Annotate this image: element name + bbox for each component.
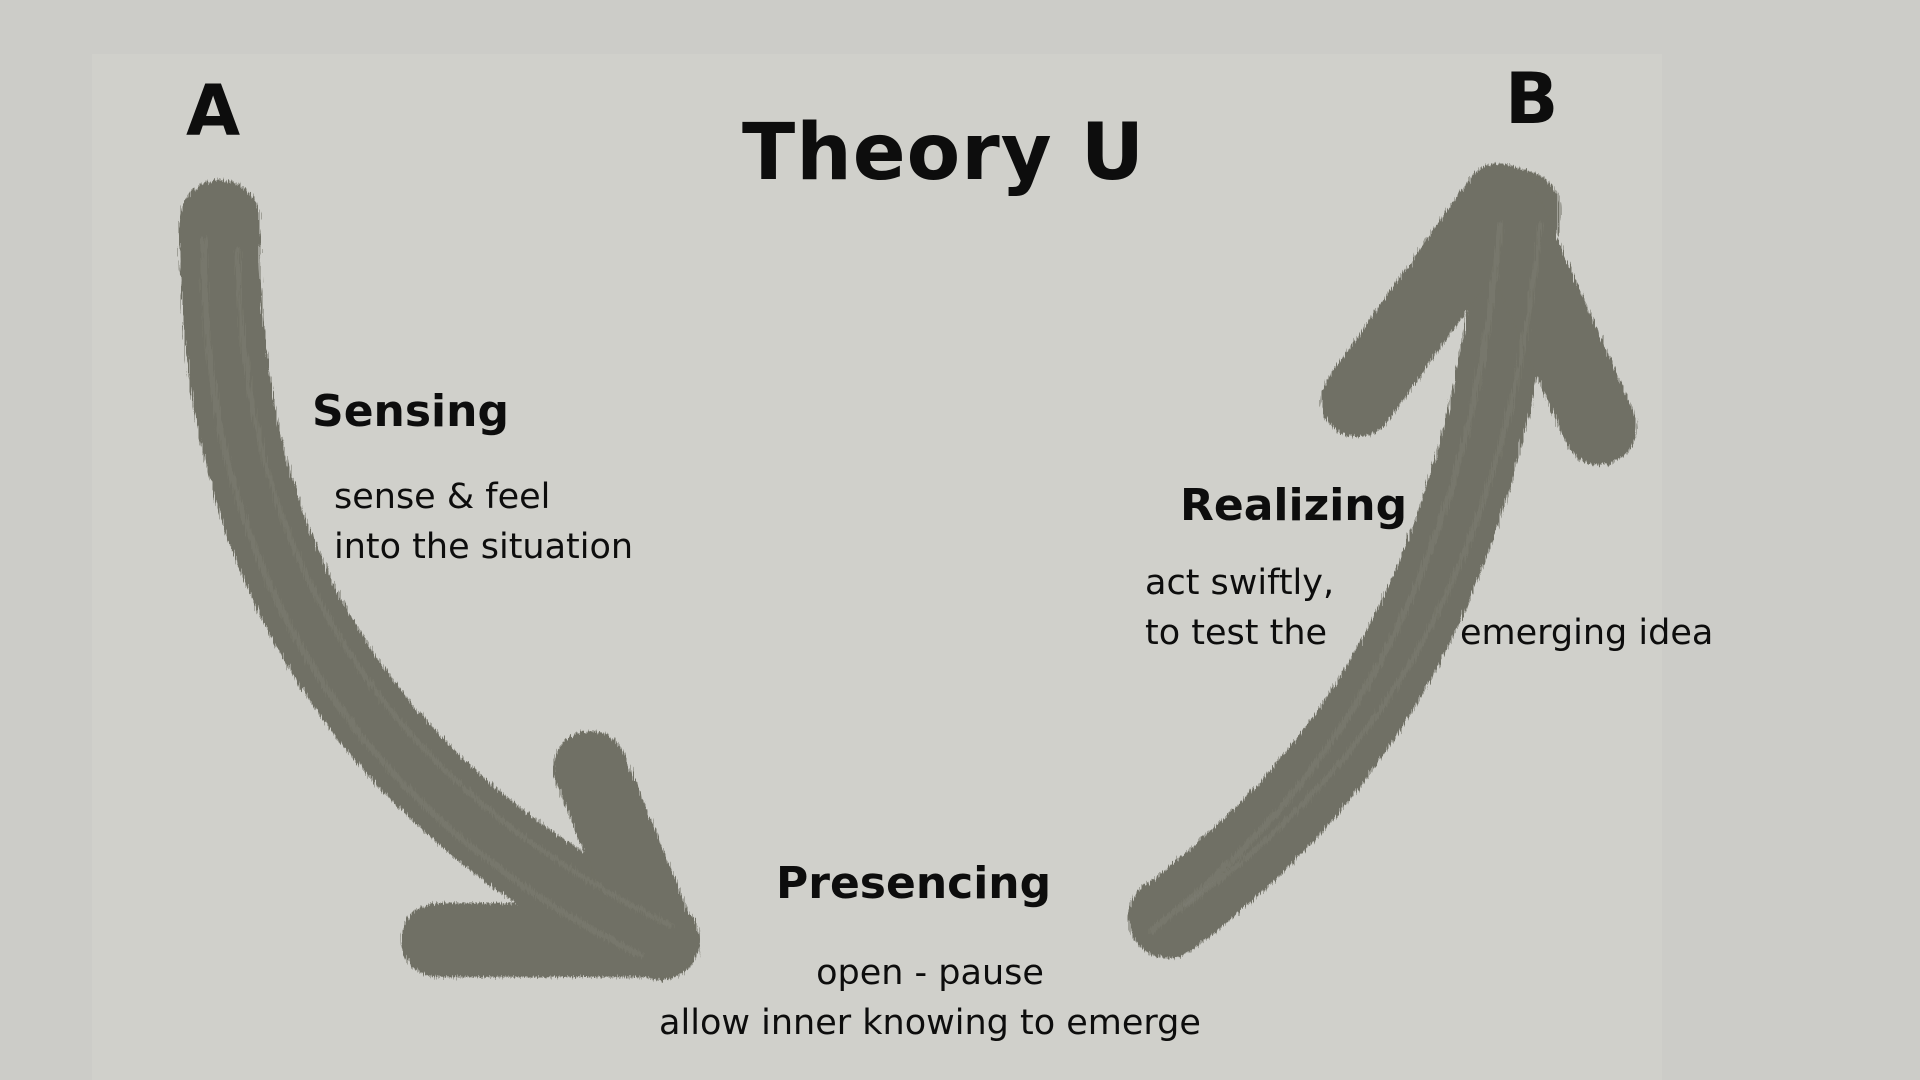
sensing-down-arrow <box>179 180 700 980</box>
sensing-heading: Sensing <box>312 386 509 437</box>
presencing-line-2: allow inner knowing to emerge <box>659 1003 1201 1043</box>
presencing-description: open - pause allow inner knowing to emer… <box>630 948 1230 1048</box>
realizing-description: act swiftly, to test the <box>1145 558 1334 658</box>
sensing-line-2: into the situation <box>334 527 634 567</box>
point-a-label: A <box>186 70 241 152</box>
realizing-line-2-left: to test the <box>1145 613 1328 653</box>
sensing-description: sense & feel into the situation <box>334 472 633 572</box>
realizing-line-2-right: emerging idea <box>1460 613 1714 653</box>
presencing-heading: Presencing <box>776 858 1052 909</box>
page-title: Theory U <box>742 108 1146 198</box>
point-b-label: B <box>1505 58 1559 140</box>
presencing-line-1: open - pause <box>816 953 1044 993</box>
realizing-heading: Realizing <box>1180 480 1408 531</box>
realizing-up-arrow <box>1128 163 1637 958</box>
realizing-line-1: act swiftly, <box>1145 563 1335 603</box>
sensing-line-1: sense & feel <box>334 477 551 517</box>
